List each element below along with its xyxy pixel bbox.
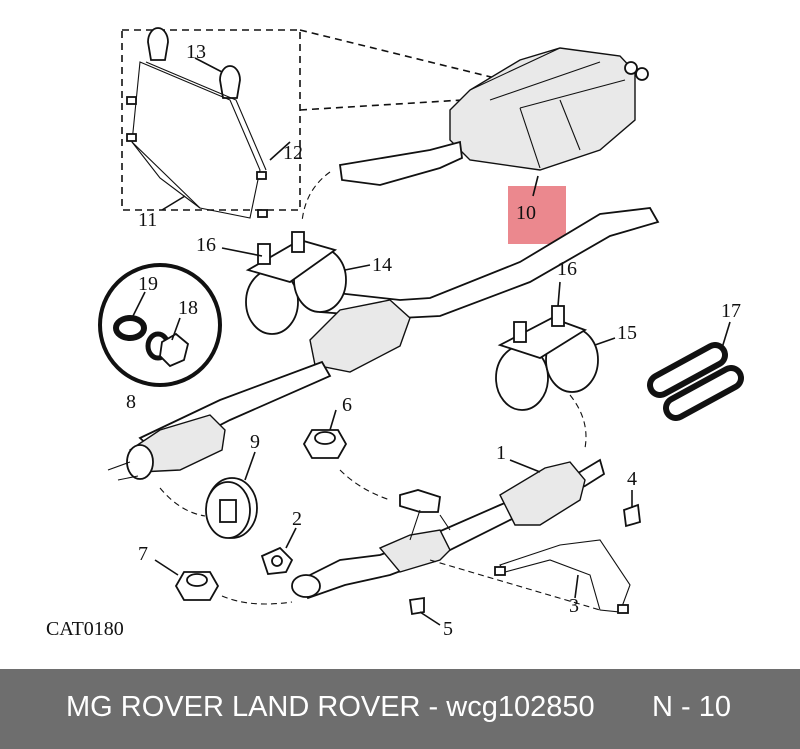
intermediate-pipe: [107, 207, 660, 481]
footer-position-label: N - 10: [652, 691, 731, 723]
highlight-box: [508, 186, 566, 244]
sleeves-17: [647, 321, 744, 421]
rubber-mount-9: [159, 451, 258, 539]
diagram-code: CAT0180: [46, 618, 124, 640]
callout-6: 6: [342, 394, 352, 416]
callout-16-left: 16: [196, 234, 216, 256]
callout-11: 11: [138, 209, 157, 231]
nut-6: [302, 409, 391, 501]
hanger-bracket-group: [121, 27, 496, 219]
seal-inset: [98, 263, 222, 387]
callout-1: 1: [496, 442, 506, 464]
callout-17: 17: [721, 300, 741, 322]
callout-15: 15: [617, 322, 637, 344]
clamp-15: [495, 281, 616, 411]
callout-5: 5: [443, 618, 453, 640]
front-pipe-catalyst: [291, 458, 631, 614]
callout-16-right: 16: [557, 258, 577, 280]
callout-19: 19: [138, 273, 158, 295]
callout-7: 7: [138, 543, 148, 565]
callout-14: 14: [372, 254, 392, 276]
clamp-14: [221, 231, 371, 335]
nut-7: [154, 559, 293, 605]
bolt-4: [623, 490, 641, 528]
exhaust-system-diagram: 1 2 3 4 5 6 7 8 9 10 11 12 13 14 15 16 1…: [46, 27, 744, 640]
callout-2: 2: [292, 508, 302, 530]
rear-silencer: [338, 47, 649, 186]
callout-8: 8: [126, 391, 136, 413]
footer-bar: MG ROVER LAND ROVER - wcg102850 N - 10: [0, 669, 800, 749]
footer-part-title: MG ROVER LAND ROVER - wcg102850: [66, 691, 595, 723]
callout-18: 18: [178, 297, 198, 319]
callout-10: 10: [516, 202, 536, 224]
callout-4: 4: [627, 468, 637, 490]
callout-3: 3: [569, 595, 579, 617]
callout-13: 13: [186, 41, 206, 63]
callout-9: 9: [250, 431, 260, 453]
bolt-5: [408, 596, 441, 626]
gasket-2: [260, 527, 297, 575]
callout-12: 12: [283, 142, 303, 164]
